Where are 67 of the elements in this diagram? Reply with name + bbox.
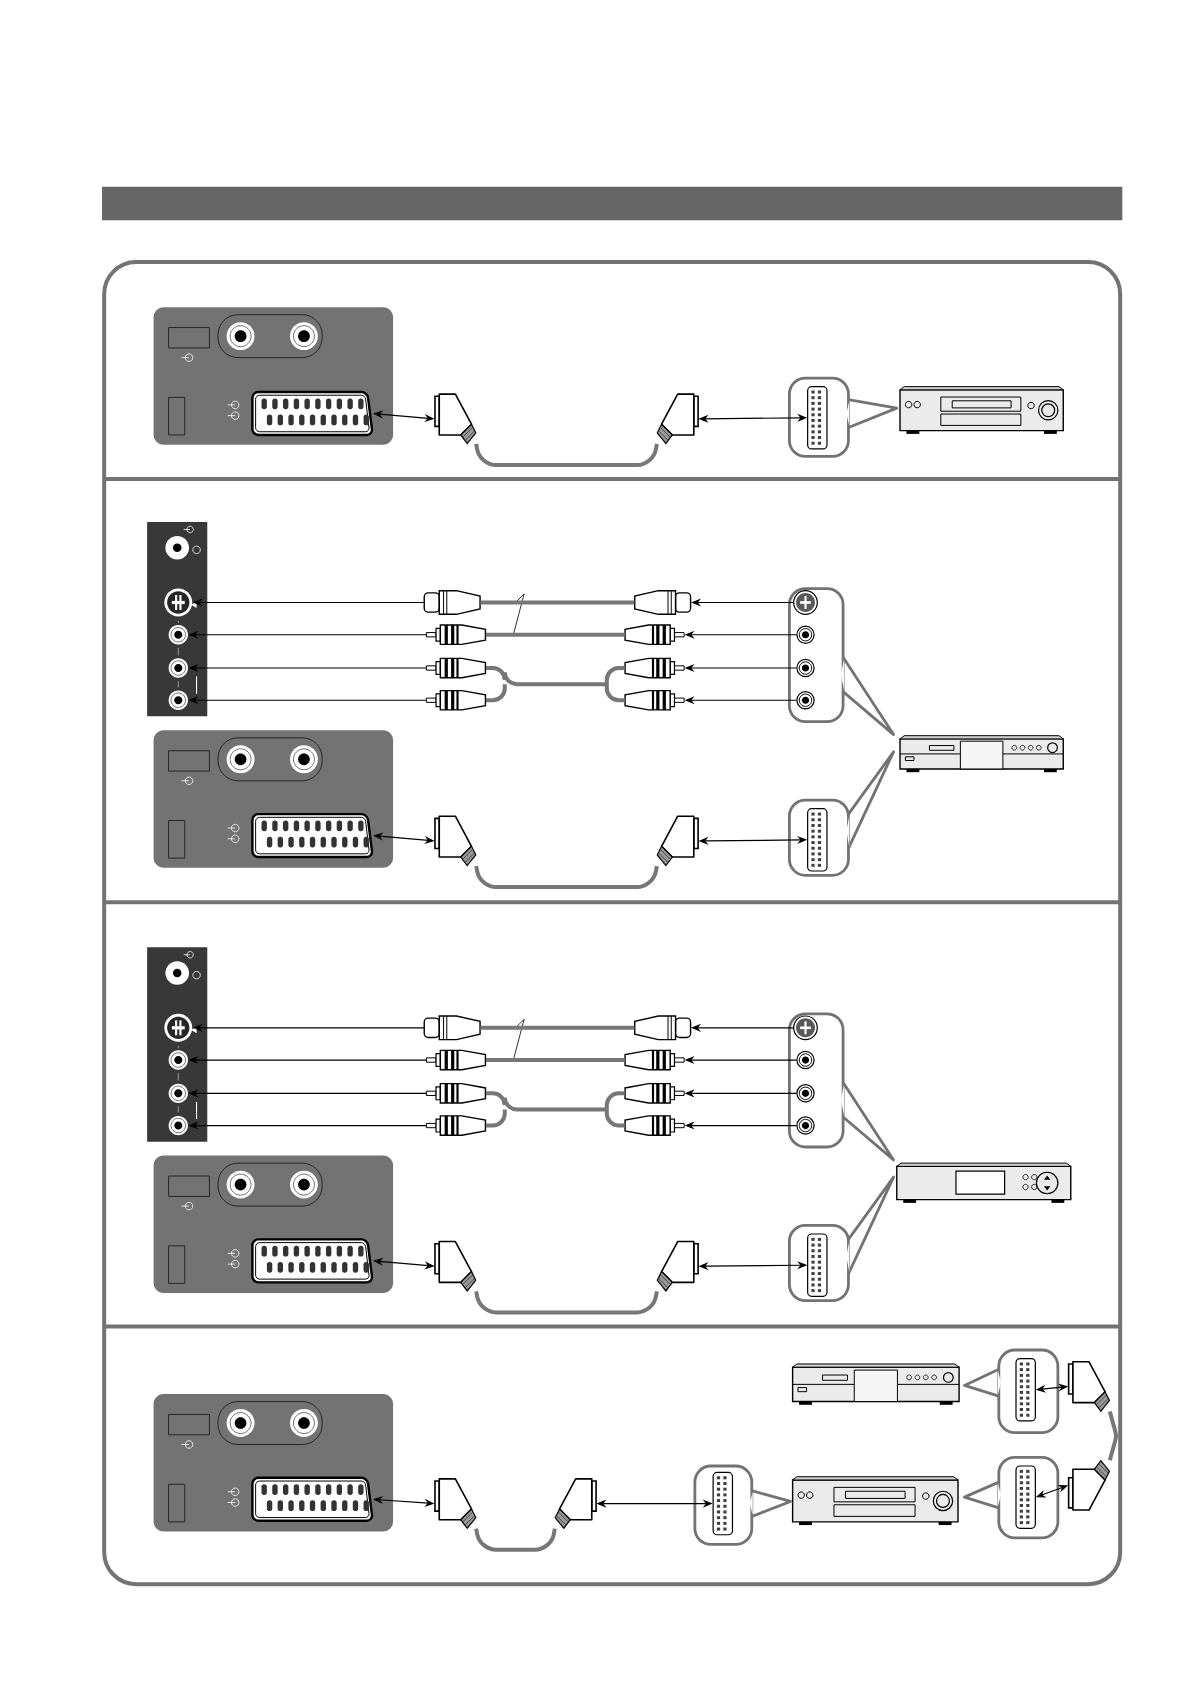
cable [474, 1528, 557, 1552]
cable [1107, 1411, 1118, 1461]
rca-plug [624, 1049, 685, 1071]
scart-plug [434, 393, 477, 445]
rca-jack [168, 1115, 188, 1136]
rca-plug [425, 657, 487, 679]
svideo-jack [164, 588, 193, 617]
svideo-plug [423, 590, 481, 616]
cable [483, 1091, 627, 1128]
scart-socket [807, 808, 828, 872]
rca-plug [624, 657, 685, 679]
svideo-plug [423, 1015, 481, 1041]
cable [485, 632, 625, 637]
rca-plug [624, 689, 685, 711]
rca-plug [624, 624, 685, 646]
scart-socket [807, 1233, 828, 1297]
scart-socket [251, 1238, 374, 1284]
scart-socket [712, 1471, 734, 1536]
svideo-jack [164, 1013, 193, 1042]
rca-jack [226, 745, 255, 774]
svideo-jack [793, 1015, 818, 1041]
cable [474, 865, 659, 890]
svideo-plug [634, 590, 692, 616]
cable [480, 600, 635, 605]
rca-plug [425, 1049, 487, 1071]
rca-jack [226, 1170, 255, 1199]
rca-plug [425, 1082, 487, 1104]
rca-jack [289, 1409, 318, 1437]
cable [485, 1058, 625, 1063]
rca-jack [226, 1409, 255, 1437]
svideo-jack [793, 590, 818, 615]
rca-jack [226, 322, 255, 351]
rca-jack [168, 690, 188, 710]
rca-jack [289, 745, 318, 774]
rca-jack [168, 658, 188, 678]
svideo-plug [634, 1015, 692, 1041]
scart-plug [656, 815, 699, 867]
scart-socket [251, 390, 374, 437]
scart-socket [1015, 1358, 1036, 1422]
scart-plug [656, 393, 699, 445]
cable [474, 443, 659, 468]
cable [474, 1290, 659, 1315]
rca-plug [425, 624, 487, 646]
rca-jack [289, 322, 318, 351]
scart-socket [807, 386, 828, 450]
rca-jack [796, 625, 815, 644]
cable [480, 1025, 635, 1030]
rca-jack [796, 658, 815, 678]
rca-plug [624, 1082, 685, 1104]
scart-plug [656, 1240, 699, 1292]
rca-plug [624, 1115, 685, 1136]
rca-jack [168, 1050, 188, 1070]
rca-jack [168, 625, 188, 645]
rca-plug [425, 689, 487, 711]
rca-jack [796, 1116, 815, 1135]
rca-jack [168, 1083, 188, 1103]
rca-jack [796, 1084, 815, 1103]
scart-plug [434, 1240, 477, 1292]
rca-jack [796, 1050, 815, 1070]
scart-socket [1015, 1465, 1036, 1529]
scart-socket [251, 812, 374, 859]
rca-jack [289, 1170, 318, 1199]
scart-socket [251, 1476, 374, 1522]
rca-jack [796, 691, 815, 710]
rca-plug [425, 1115, 487, 1136]
cable [483, 666, 627, 703]
scart-plug [434, 815, 477, 867]
